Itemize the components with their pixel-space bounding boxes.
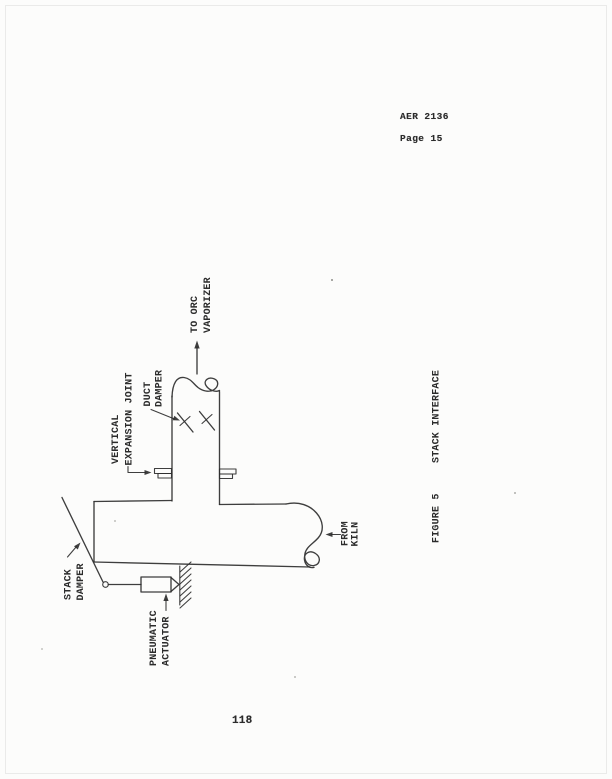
duct-damper-arrowhead: [172, 415, 180, 421]
hatch-stroke: [179, 561, 192, 573]
hatch-stroke: [179, 579, 192, 591]
duct-damper-blade-2-cross: [201, 413, 213, 425]
figure-caption-label: FIGURE 5: [432, 493, 443, 543]
label-duct: DUCT: [143, 382, 154, 407]
damper-pivot-circle: [102, 581, 109, 588]
horizontal-duct-top-right-edge: [218, 503, 287, 506]
hatch-stroke: [179, 591, 192, 603]
left-flange-upper-bar: [153, 467, 173, 475]
right-flange-lower-bar: [218, 473, 234, 480]
actuator-cone: [170, 576, 180, 593]
mount-hatching: [179, 561, 192, 609]
duct-damper-blade-2: [198, 410, 216, 431]
kiln-end-break-curl: [285, 502, 323, 569]
hatch-stroke: [179, 585, 192, 597]
stack-damper-leader: [66, 545, 78, 558]
label-expansion-joint: EXPANSION JOINT: [125, 372, 136, 465]
label-vaporizer: VAPORIZER: [203, 277, 214, 333]
figure-caption-title: STACK INTERFACE: [432, 370, 443, 463]
label-stack-damper: DAMPER: [76, 563, 87, 600]
duct-damper-blade-1: [176, 412, 194, 433]
left-flange-lower-bar: [157, 472, 173, 479]
annotation-arrows: [66, 340, 342, 612]
label-actuator: ACTUATOR: [162, 616, 173, 666]
label-to-orc: TO ORC: [190, 296, 201, 333]
vertical-duct-break-curl: [171, 376, 221, 398]
label-pneumatic: PNEUMATIC: [149, 610, 160, 666]
horizontal-duct-top-left-edge: [93, 499, 173, 503]
label-stack: STACK: [64, 569, 75, 600]
label-duct-damper: DAMPER: [155, 370, 166, 407]
duct-damper-symbols: [176, 410, 216, 433]
duct-damper-blade-1-cross: [179, 415, 191, 427]
page-number-label: Page 15: [400, 133, 443, 144]
scan-speck: [331, 279, 333, 281]
label-vertical: VERTICAL: [111, 414, 122, 464]
scan-speck: [294, 676, 296, 678]
expansion-joint-flanges: [153, 467, 237, 480]
stack-damper-arrowhead: [74, 542, 81, 550]
duct-damper-leader: [150, 408, 176, 420]
from-kiln-arrowhead: [325, 532, 333, 537]
right-flange-upper-bar: [218, 468, 237, 475]
scan-speck: [41, 648, 43, 650]
actuator-arrowhead: [163, 593, 169, 601]
scan-speck: [114, 520, 116, 522]
annotation-labels: TO ORC VAPORIZER VERTICAL EXPANSION JOIN…: [64, 277, 443, 666]
expansion-joint-leader: [127, 465, 147, 474]
hatch-stroke: [179, 573, 192, 585]
horizontal-duct-bottom-edge: [93, 561, 311, 568]
label-from: FROM: [341, 521, 352, 546]
stack-damper-blade: [61, 496, 104, 583]
to-vaporizer-arrowhead: [194, 340, 200, 349]
folio-number: 118: [232, 715, 253, 727]
scan-speck: [514, 492, 516, 494]
label-kiln: KILN: [351, 522, 362, 547]
hatch-stroke: [179, 567, 192, 579]
stack-damper-assembly: [61, 496, 192, 609]
duct-outline: [93, 376, 323, 569]
hatch-stroke: [179, 597, 192, 609]
document-reference: AER 2136: [400, 111, 449, 122]
expansion-joint-arrowhead: [144, 470, 152, 475]
actuator-body: [140, 576, 172, 593]
